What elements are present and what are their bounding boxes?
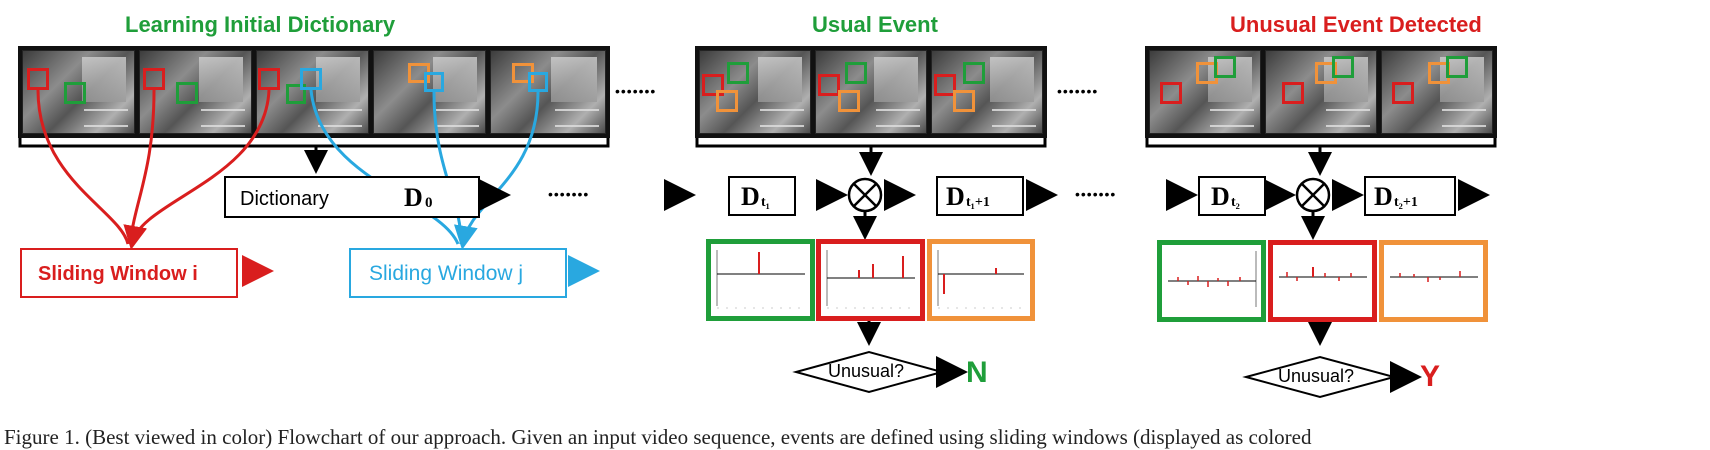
ellipsis-flow: ••••••• — [1075, 186, 1117, 202]
dt2plus1-symbol: D — [1374, 182, 1393, 211]
video-frame — [699, 50, 811, 134]
window-box-red — [934, 74, 956, 96]
window-box-red — [27, 68, 49, 90]
video-frame — [931, 50, 1043, 134]
dt2-subscript: t₂ — [1231, 195, 1240, 210]
video-frame — [815, 50, 927, 134]
sliding-window-i-box: Sliding Window i — [20, 248, 238, 298]
window-box-blue — [528, 72, 548, 92]
decision-question-unusual: Unusual? — [1278, 366, 1355, 386]
sparse-code-plot-red — [1268, 240, 1377, 322]
sliding-window-i-label: Sliding Window i — [38, 263, 198, 285]
ellipsis-strip: ••••••• — [615, 83, 657, 99]
d0-subscript: 0 — [425, 195, 433, 211]
window-box-orange — [838, 90, 860, 112]
window-box-red — [1160, 82, 1182, 104]
video-frame — [490, 50, 606, 134]
video-frame — [256, 50, 369, 134]
window-box-red — [818, 74, 840, 96]
window-box-green — [286, 84, 306, 104]
heading-usual-event: Usual Event — [812, 12, 938, 37]
window-box-orange — [953, 90, 975, 112]
window-box-orange — [1315, 62, 1337, 84]
sliding-window-j-box: Sliding Window j — [349, 248, 567, 298]
decision-question-usual: Unusual? — [828, 361, 905, 381]
window-box-green — [1332, 56, 1354, 78]
sparse-code-plot-orange — [927, 239, 1035, 321]
decision-answer-yes: Y — [1420, 360, 1441, 393]
window-box-green — [176, 82, 198, 104]
dt1plus1-symbol: D — [946, 182, 965, 211]
window-box-green — [727, 62, 749, 84]
dictionary-d0-box: Dictionary D 0 — [224, 176, 480, 218]
figure-caption: Figure 1. (Best viewed in color) Flowcha… — [4, 425, 1312, 449]
sparse-code-plot-orange — [1379, 240, 1488, 322]
dt1plus1-subscript: t₁+1 — [966, 195, 990, 210]
dictionary-dt1-box: D t₁ — [728, 176, 796, 216]
dt2plus1-subscript: t₂+1 — [1394, 195, 1418, 210]
dt1-subscript: t₁ — [761, 195, 770, 210]
sparse-code-plot-green — [1157, 240, 1266, 322]
window-box-red — [258, 68, 280, 90]
window-box-green — [64, 82, 86, 104]
window-box-green — [845, 62, 867, 84]
window-box-red — [1282, 82, 1304, 104]
ellipsis-flow: ••••••• — [548, 186, 590, 202]
window-box-green — [1446, 56, 1468, 78]
d0-symbol: D — [404, 183, 423, 212]
window-box-red — [1392, 82, 1414, 104]
dictionary-dt1plus1-box: D t₁+1 — [936, 176, 1024, 216]
window-box-orange — [716, 90, 738, 112]
sliding-window-j-label: Sliding Window j — [369, 262, 524, 285]
dictionary-dt2-box: D t₂ — [1198, 176, 1266, 216]
dictionary-label: Dictionary — [240, 188, 329, 210]
sparse-code-plot-green — [706, 239, 815, 321]
dt2-symbol: D — [1211, 182, 1230, 211]
dictionary-dt2plus1-box: D t₂+1 — [1364, 176, 1456, 216]
sparse-code-plot-red — [816, 239, 925, 321]
window-box-blue — [300, 68, 322, 90]
dt1-symbol: D — [741, 182, 760, 211]
ellipsis-strip: ••••••• — [1057, 83, 1099, 99]
window-box-blue — [424, 72, 444, 92]
decision-answer-no: N — [966, 356, 988, 389]
heading-learning-initial-dictionary: Learning Initial Dictionary — [125, 12, 396, 37]
heading-unusual-event-detected: Unusual Event Detected — [1230, 12, 1482, 37]
window-box-green — [1214, 56, 1236, 78]
window-box-red — [702, 74, 724, 96]
window-box-red — [143, 68, 165, 90]
window-box-green — [963, 62, 985, 84]
